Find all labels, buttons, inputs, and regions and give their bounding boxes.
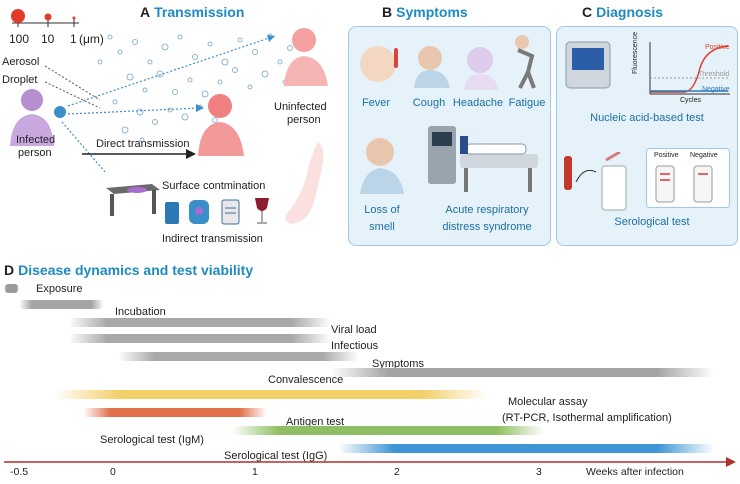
fever-icon <box>360 46 398 82</box>
ards-label-1: Acute respiratory <box>445 204 529 216</box>
loss-of-smell-label-1: Loss of <box>364 204 400 216</box>
hand-icon <box>285 142 324 224</box>
direct-arrow <box>82 149 196 159</box>
loss-of-smell-label-2: smell <box>369 221 395 233</box>
fatigue-label: Fatigue <box>508 97 546 109</box>
axis-tick-label: -0.5 <box>10 466 29 478</box>
timeline-bar-label: Convalescence <box>268 374 344 386</box>
timeline-bar <box>4 284 19 293</box>
droplet-10-icon <box>44 13 52 21</box>
infected-person-icon <box>10 89 54 146</box>
droplet-1-icon <box>72 16 76 20</box>
panel-d-letter: D <box>4 262 15 278</box>
panel-b-letter: B <box>382 4 393 20</box>
fever-label: Fever <box>361 97 391 109</box>
amplification-plot <box>649 42 730 95</box>
time-axis <box>4 457 736 467</box>
scale-10: 10 <box>41 32 55 46</box>
backpack-icon <box>189 200 209 224</box>
axis-tick-label: 3 <box>536 466 542 478</box>
timeline-bar <box>68 334 331 343</box>
timeline-bar <box>231 426 544 435</box>
surface-label: Surface contmination <box>162 180 266 192</box>
indirect-label: Indirect transmission <box>162 233 263 245</box>
axis-tick-label: 0 <box>110 466 116 478</box>
particle-scale <box>11 9 79 27</box>
timeline-bar <box>331 368 715 377</box>
headache-icon <box>464 47 498 90</box>
panel-b-word: Symptoms <box>396 4 468 20</box>
direct-label: Direct transmission <box>96 138 190 150</box>
ards-icon <box>428 126 538 192</box>
loss-of-smell-icon <box>360 138 404 194</box>
axis-tick-label: 1 <box>252 466 258 478</box>
timeline-bar-label: Serological test (IgM) <box>100 434 204 446</box>
table-icon <box>106 184 160 216</box>
exposed-person-icon <box>198 94 244 156</box>
cough-label: Cough <box>412 97 446 109</box>
uninfected-label-1: Uninfected <box>274 101 327 113</box>
panel-d-word: Disease dynamics and test viability <box>18 262 254 278</box>
scale-1: 1 <box>70 32 77 46</box>
timeline-bar <box>54 390 488 399</box>
droplet-label: Droplet <box>2 74 38 86</box>
threshold-label: Threshold <box>698 71 730 78</box>
timeline-bar-label: Symptoms <box>372 358 424 370</box>
scale-unit: (μm) <box>79 32 104 46</box>
serological-label: Serological test <box>614 216 690 228</box>
uninfected-person-icon <box>284 28 328 86</box>
positive-curve-label: Positive <box>705 44 730 51</box>
timeline-bar <box>118 352 360 361</box>
timeline-bar <box>68 318 331 327</box>
droplet-100-icon <box>11 9 25 23</box>
timeline-bar-label: Viral load <box>331 324 377 336</box>
wineglass-icon <box>255 198 269 224</box>
timeline-bar-label: Incubation <box>115 306 166 318</box>
ards-label-2: distress syndrome <box>442 221 532 233</box>
headache-label: Headache <box>452 97 504 109</box>
clipboard-icon <box>221 199 240 225</box>
timeline-bar <box>82 408 268 417</box>
virus-icon <box>54 106 66 118</box>
axis-title: Weeks after infection <box>586 466 684 478</box>
scale-100: 100 <box>9 32 30 46</box>
aerosol-label: Aerosol <box>2 56 40 68</box>
fluorescence-label: Fluorescence <box>632 31 639 74</box>
blood-sample-icon <box>564 152 627 211</box>
negative-curve-label: Negative <box>702 86 730 93</box>
panel-a-word: Transmission <box>154 4 245 20</box>
timeline-bar-label: Serological test (IgG) <box>224 450 328 462</box>
timeline-bar-label: Antigen test <box>286 416 345 428</box>
pcr-machine-icon <box>565 41 611 89</box>
timeline-bar-label: Molecular assay <box>508 396 588 408</box>
fatigue-icon <box>515 35 536 89</box>
timeline-bar-label: Exposure <box>36 283 83 295</box>
cough-icon <box>414 46 450 88</box>
lateral-flow-cards <box>655 165 713 203</box>
timeline-bar <box>18 300 104 309</box>
axis-arrowhead <box>726 457 736 467</box>
panel-c-letter: C <box>582 4 593 20</box>
axis-tick-label: 2 <box>394 466 400 478</box>
infected-label-2: person <box>18 147 52 159</box>
negative-card-label: Negative <box>690 152 718 159</box>
nucleic-label: Nucleic acid-based test <box>590 112 704 124</box>
positive-card-label: Positive <box>654 152 679 159</box>
uninfected-label-2: person <box>287 114 321 126</box>
timeline-bar <box>338 444 715 453</box>
cycles-label: Cycles <box>680 97 702 104</box>
panel-c-word: Diagnosis <box>596 4 664 20</box>
timeline-bar-label: Infectious <box>331 340 379 352</box>
infected-label-1: Infected <box>16 134 56 146</box>
transmission-cloud <box>44 33 293 172</box>
timeline-bar-sublabel: (RT-PCR, Isothermal amplification) <box>502 412 672 424</box>
panel-a-letter: A <box>140 4 151 20</box>
phone-icon <box>165 202 179 224</box>
